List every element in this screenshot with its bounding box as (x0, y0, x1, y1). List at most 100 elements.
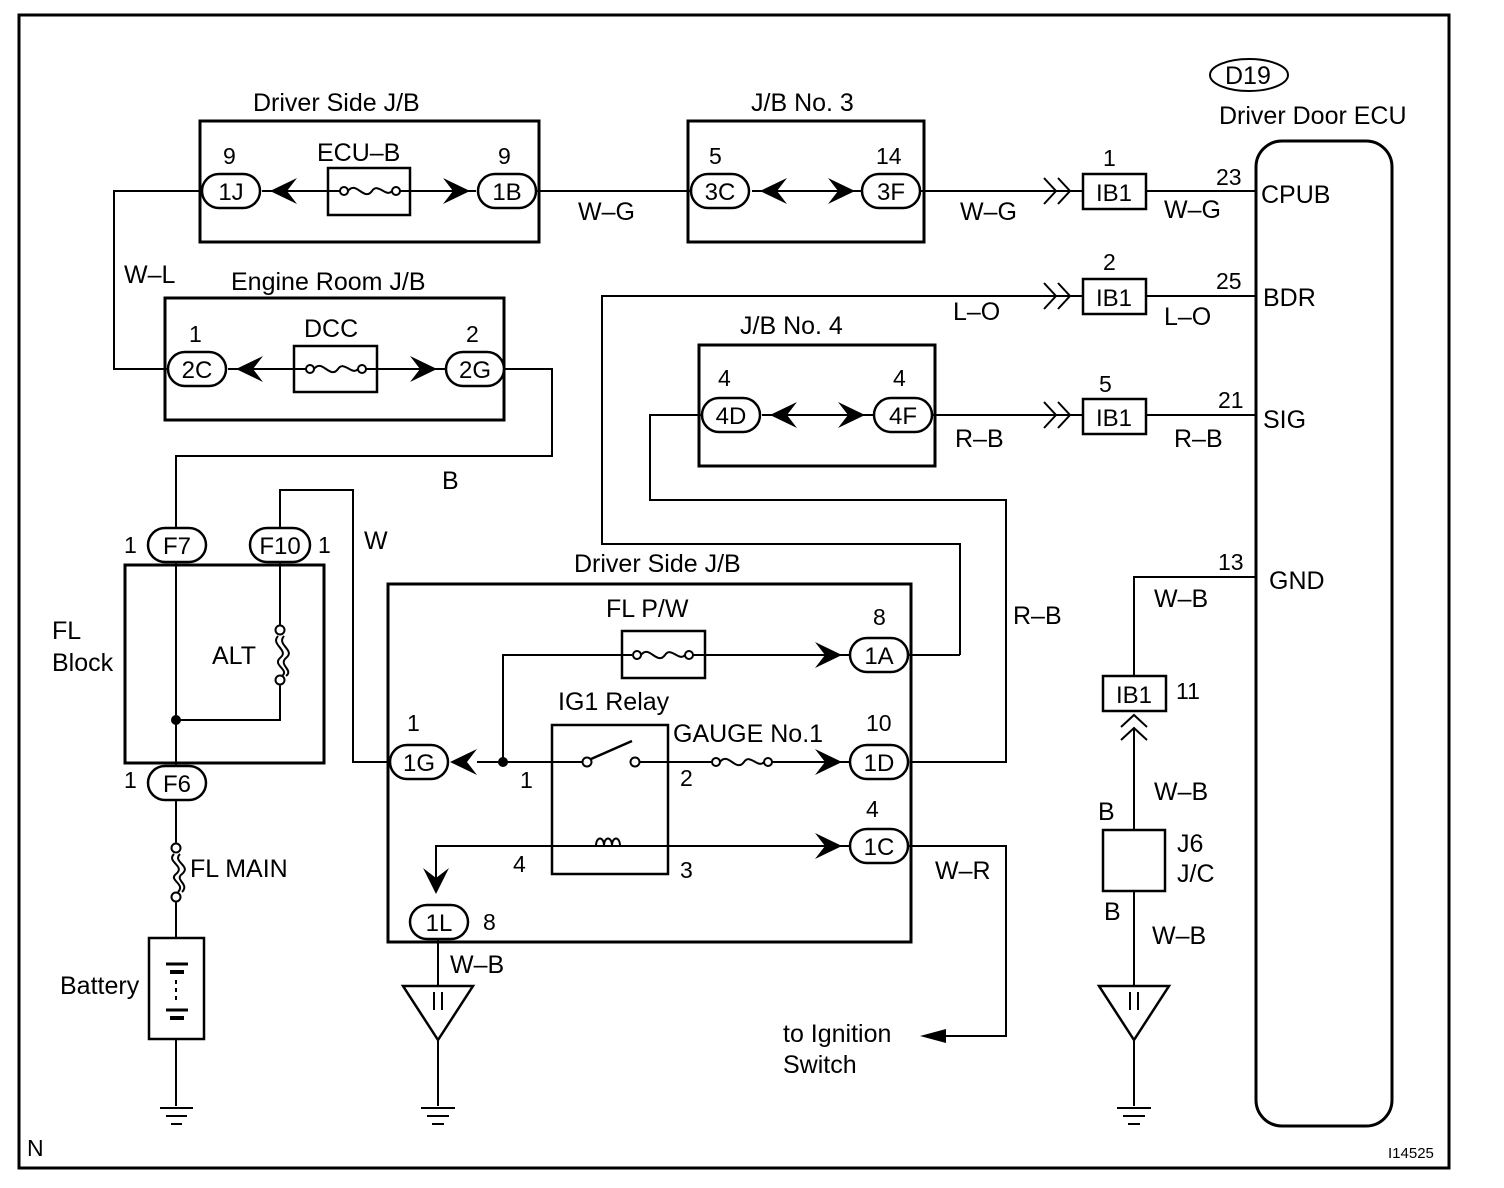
fl-block-label-2: Block (52, 649, 114, 677)
connector-3f-label: 3F (877, 179, 905, 206)
wire-label-wg3: W–G (1164, 196, 1221, 224)
corner-label-n: N (27, 1135, 44, 1161)
wire-label-rb2: R–B (1174, 425, 1223, 453)
arrow-3f (828, 178, 855, 204)
pin-ib1-cpub: 1 (1103, 145, 1116, 171)
pin-1b: 9 (498, 143, 511, 169)
engine-room-jb-label: Engine Room J/B (231, 268, 426, 296)
connector-2c (166, 350, 228, 388)
arrow-4d (770, 402, 797, 428)
j6-label: J6 (1177, 830, 1203, 858)
j6-jc-box (1101, 828, 1167, 893)
fl-pw-label: FL P/W (606, 595, 689, 623)
ig1-relay-label: IG1 Relay (558, 688, 670, 716)
dcc-label: DCC (304, 315, 358, 343)
relay-coil-icon (595, 837, 621, 847)
pin-gnd: 13 (1218, 549, 1244, 575)
pin-sig: 21 (1218, 387, 1244, 413)
wire-label-wg2: W–G (960, 198, 1017, 226)
wire-label-rb1: R–B (955, 425, 1004, 453)
relay-pin-2: 2 (680, 765, 693, 791)
jc-pin-b-bottom: B (1104, 898, 1121, 926)
wire-label-b: B (442, 467, 459, 495)
to-ignition-label-1: to Ignition (783, 1020, 891, 1048)
jc-pin-b-top: B (1098, 798, 1115, 826)
pin-1c: 4 (866, 796, 879, 822)
pin-1g: 1 (407, 710, 420, 736)
wire-label-wl: W–L (124, 261, 176, 289)
ecu-id-oval (1209, 58, 1289, 92)
wire-label-wb-1l: W–B (450, 951, 504, 979)
driver-side-jb-top-label: Driver Side J/B (253, 89, 420, 117)
pin-2c: 1 (189, 321, 202, 347)
jb-no4-box (697, 343, 937, 468)
connector-f7-label: F7 (163, 533, 191, 560)
connector-ib1-gnd (1101, 674, 1168, 713)
pin-1d: 10 (866, 710, 892, 736)
jb-no4-label: J/B No. 4 (740, 312, 843, 340)
pin-4d: 4 (718, 365, 731, 391)
wire-label-wb-ecu: W–B (1154, 585, 1208, 613)
connector-1a-label: 1A (864, 643, 893, 670)
gauge-no1-label: GAUGE No.1 (673, 720, 823, 748)
pin-4f: 4 (893, 365, 906, 391)
pin-f10: 1 (318, 532, 331, 558)
pin-cpub: 23 (1216, 164, 1242, 190)
wire-label-wr: W–R (935, 857, 991, 885)
arrow-ib1-gnd (1120, 713, 1148, 728)
pin-ib1-gnd: 11 (1176, 678, 1200, 704)
ground-point-ii-left (400, 984, 476, 1043)
connector-1j-label: 1J (218, 179, 243, 206)
alt-label: ALT (212, 642, 256, 670)
fl-main-label: FL MAIN (190, 855, 288, 883)
arrow-1b (443, 178, 470, 204)
engine-room-jb-box (163, 296, 506, 422)
dcc-fuse (292, 344, 379, 394)
arrow-1g (450, 749, 477, 775)
pin-1l: 8 (483, 909, 496, 935)
battery-label: Battery (60, 972, 140, 1000)
fl-pw-fuse (620, 629, 707, 680)
ecu-name-label: Driver Door ECU (1219, 102, 1407, 130)
pin-bdr: 25 (1216, 268, 1242, 294)
pin-f7: 1 (124, 532, 137, 558)
connector-ib1-cpub-label: IB1 (1096, 180, 1132, 207)
pin-f6: 1 (124, 767, 137, 793)
ground-symbol-battery (160, 1107, 193, 1125)
fl-block-label-1: FL (52, 617, 81, 645)
connector-ib1-bdr-label: IB1 (1096, 285, 1132, 312)
pin-1a: 8 (873, 604, 886, 630)
arrow-4f (838, 402, 865, 428)
pin-2g: 2 (466, 321, 479, 347)
wire-label-wb-low: W–B (1152, 922, 1206, 950)
arrow-1d (815, 749, 842, 775)
connector-2g-label: 2G (459, 357, 491, 384)
ecu-terminal-cpub: CPUB (1261, 181, 1330, 209)
ig1-relay-box (550, 723, 670, 876)
jc-label: J/C (1177, 860, 1215, 888)
connector-ib1-sig-label: IB1 (1096, 405, 1132, 432)
connector-1d-label: 1D (864, 750, 895, 777)
jb-no3-box (686, 119, 926, 244)
connector-ib1-cpub (1081, 172, 1148, 211)
connector-1g-label: 1G (403, 750, 435, 777)
driver-side-jb-top-box (198, 119, 541, 244)
arrow-ib1-cpub (1043, 177, 1058, 205)
wire-label-w: W (364, 527, 388, 555)
connector-3c (689, 172, 751, 210)
pin-3c: 5 (709, 143, 722, 169)
ecu-b-label: ECU–B (317, 139, 400, 167)
wire-label-rb3: R–B (1013, 602, 1062, 630)
connector-1b-label: 1B (492, 179, 521, 206)
pin-3f: 14 (876, 143, 902, 169)
ground-point-ii-right (1096, 984, 1172, 1043)
arrow-1a (815, 642, 842, 668)
connector-3c-label: 3C (705, 179, 736, 206)
fl-main-fusible-link (170, 842, 186, 903)
connector-ib1-gnd-label: IB1 (1116, 682, 1152, 709)
wire-label-lo2: L–O (1164, 303, 1211, 331)
ecu-b-fuse (326, 166, 412, 217)
ecu-terminal-sig: SIG (1263, 406, 1306, 434)
to-ignition-label-2: Switch (783, 1051, 857, 1079)
diagram-frame (17, 13, 1451, 1170)
